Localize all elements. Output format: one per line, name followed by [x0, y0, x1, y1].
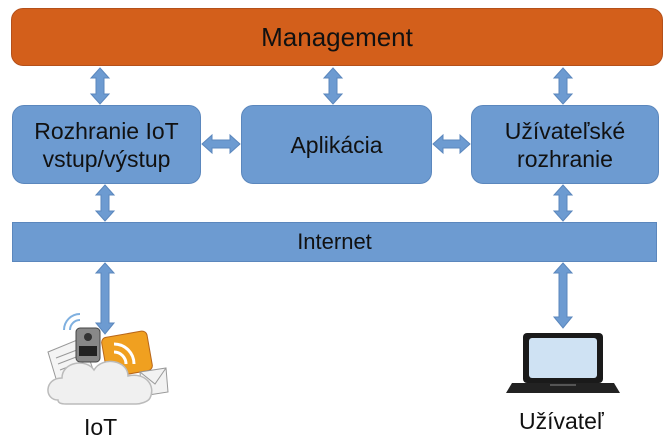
iot-endpoint-label: IoT: [84, 414, 118, 440]
user-interface-block: Užívateľské rozhranie: [471, 105, 659, 184]
user-interface-label-line2: rozhranie: [517, 145, 613, 172]
arrow-management-iot-interface: [89, 67, 111, 105]
arrow-management-application: [322, 67, 344, 105]
application-label: Aplikácia: [290, 131, 383, 158]
arrow-management-user-interface: [552, 67, 574, 105]
internet-label: Internet: [297, 229, 372, 254]
iot-cloud-icon: [47, 313, 169, 405]
arrow-internet-user: [552, 262, 574, 329]
user-endpoint-label: Užívateľ: [519, 408, 604, 434]
internet-block: Internet: [12, 222, 657, 262]
management-label: Management: [261, 21, 413, 52]
application-block: Aplikácia: [241, 105, 432, 184]
arrow-iot-interface-application: [201, 133, 241, 155]
arrow-iot-interface-internet: [94, 184, 116, 222]
management-block: Management: [11, 8, 663, 66]
iot-interface-label-line2: vstup/výstup: [42, 145, 171, 172]
iot-interface-label-line1: Rozhranie IoT: [34, 117, 179, 144]
arrow-application-user-interface: [432, 133, 471, 155]
arrow-internet-iot: [94, 262, 116, 335]
user-interface-label-line1: Užívateľské: [504, 117, 626, 144]
iot-interface-block: Rozhranie IoT vstup/výstup: [12, 105, 201, 184]
arrow-user-interface-internet: [552, 184, 574, 222]
laptop-icon: [506, 333, 620, 393]
